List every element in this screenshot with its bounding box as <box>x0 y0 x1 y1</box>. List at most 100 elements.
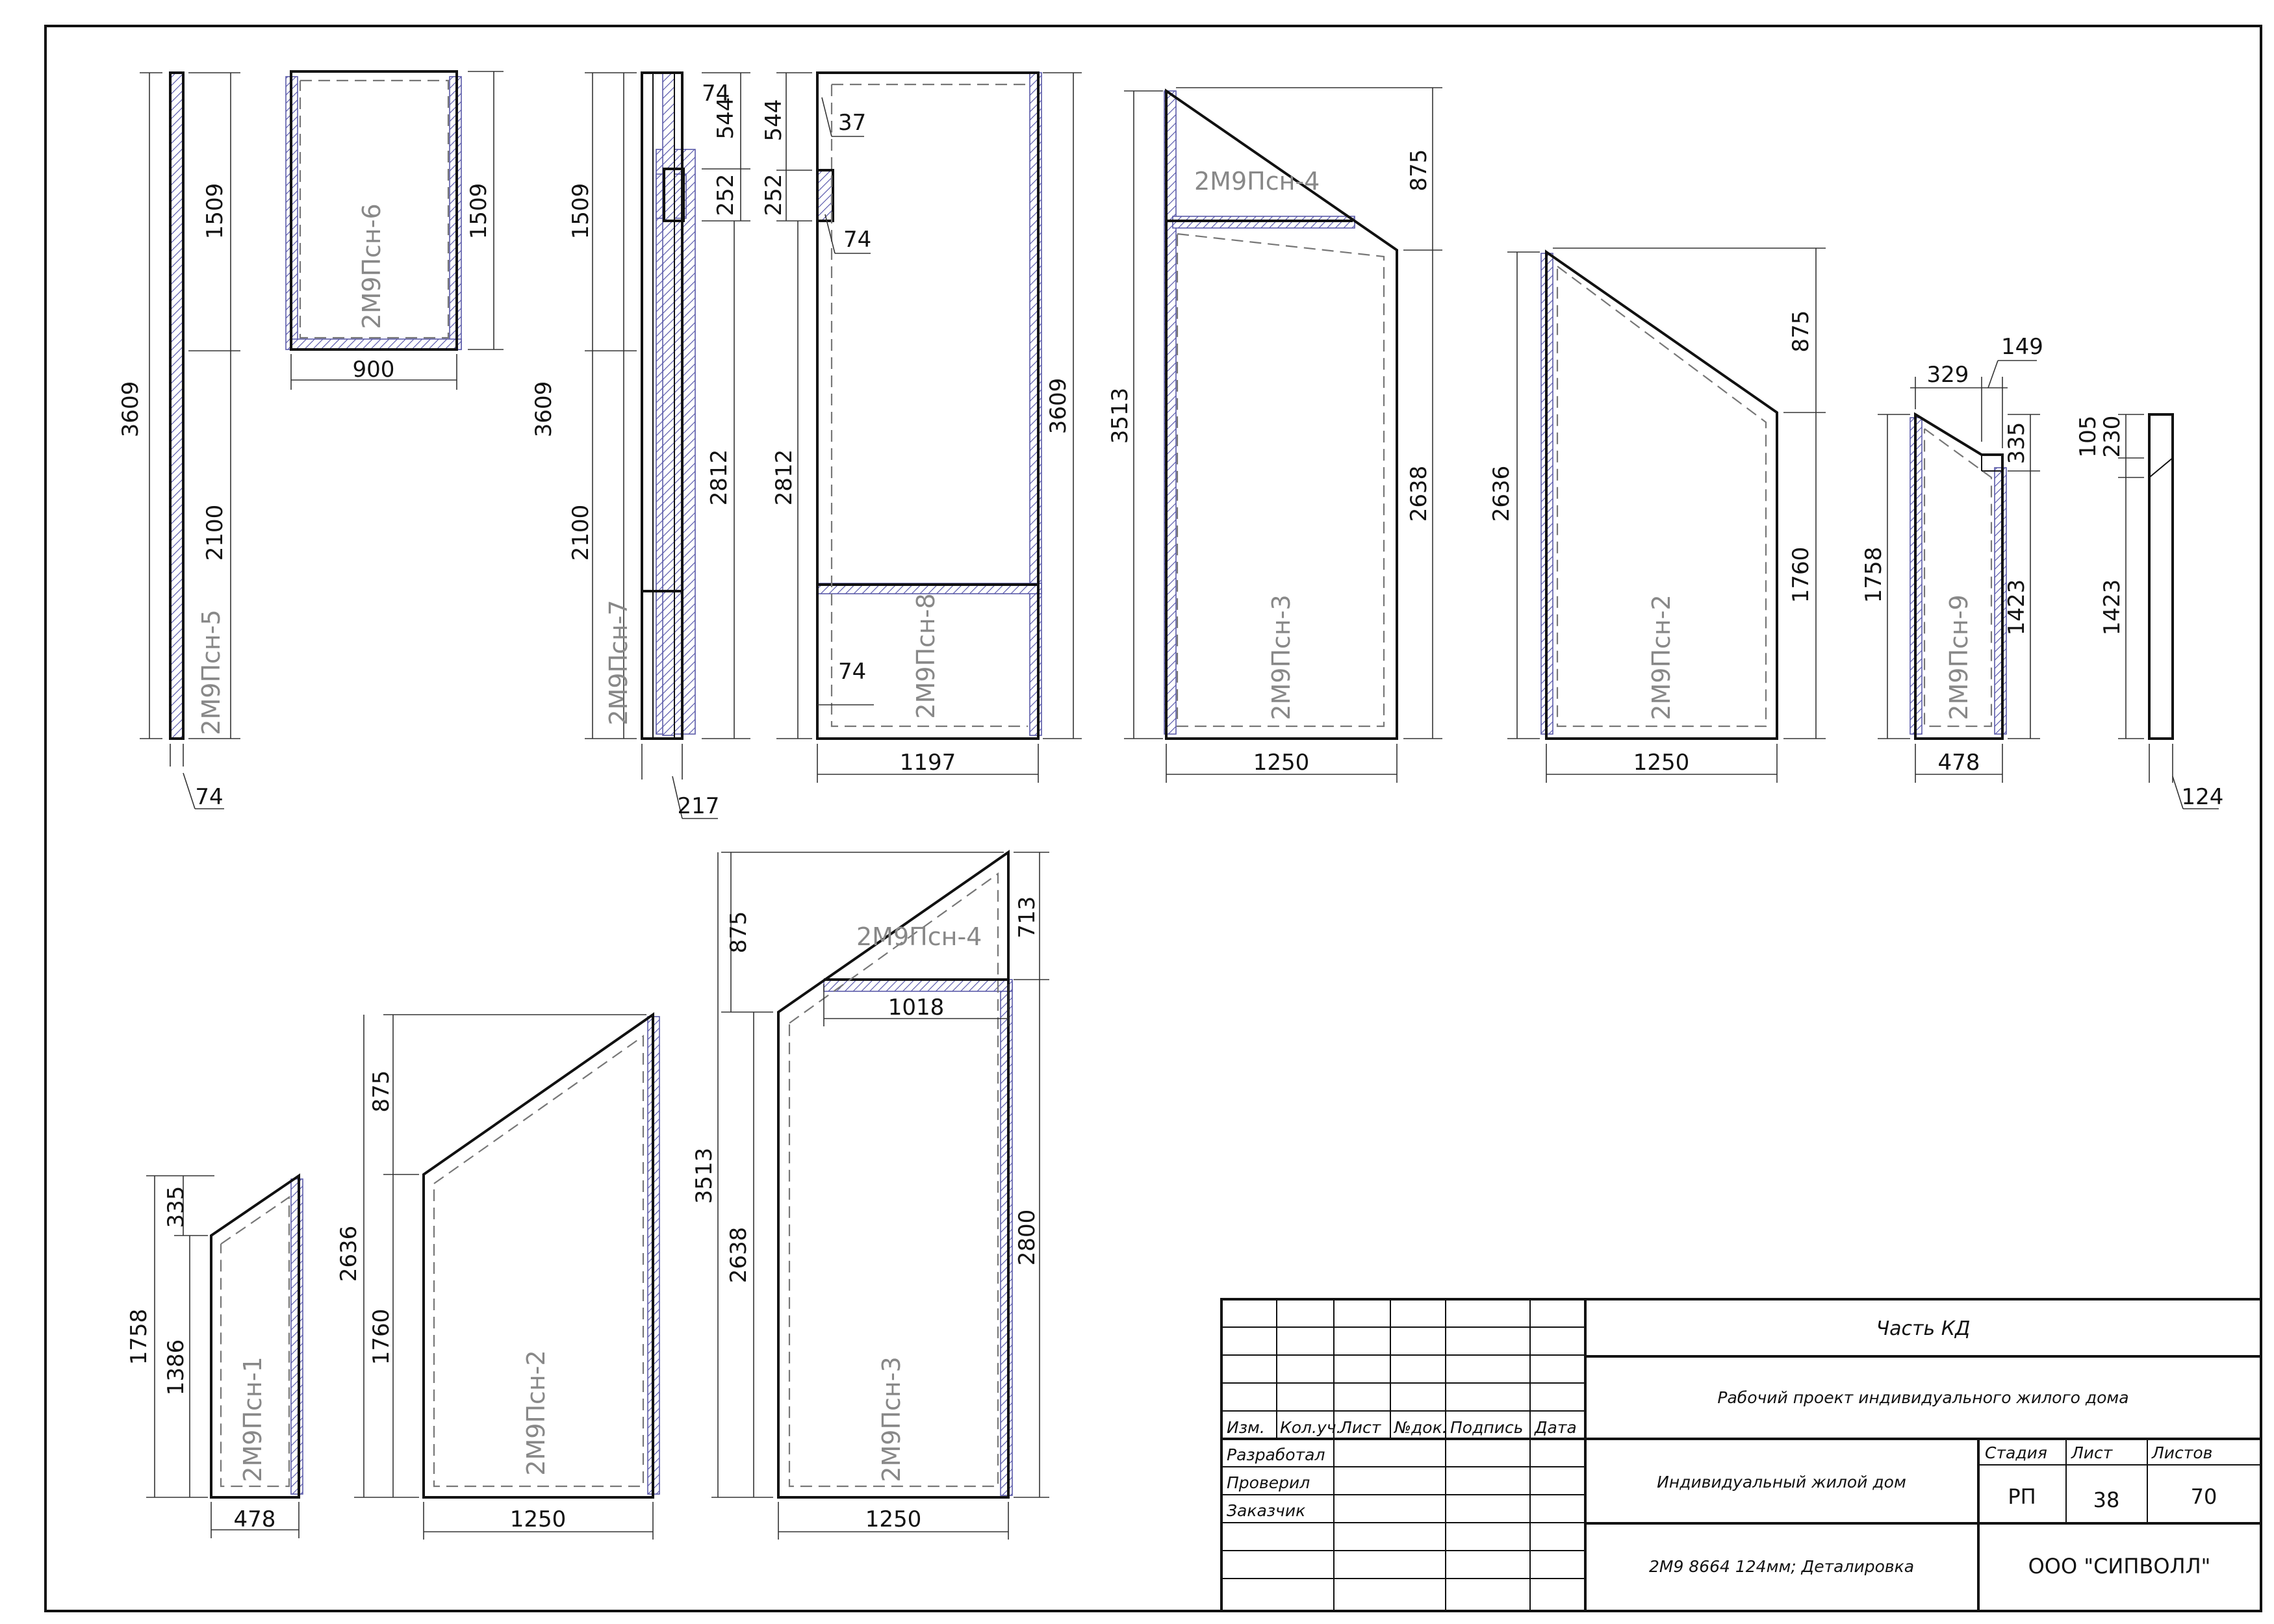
dim-text: 875 <box>368 1071 394 1113</box>
dim-text: 1760 <box>368 1309 394 1365</box>
panel-label: 2М9Псн-7 <box>604 600 633 725</box>
section-title: Часть КД <box>1876 1317 1971 1340</box>
dim-text: 3609 <box>531 381 557 438</box>
dim-text: 875 <box>726 911 752 954</box>
dim-text: 1018 <box>888 995 945 1021</box>
panel-2m9psn-1: 335 1758 1386 478 2М9Псн-1 <box>126 1173 303 1538</box>
dim-text: 544 <box>713 97 739 140</box>
panel-2m9psn-7: 3609 1509 2100 74 544 252 2812 217 2М9Пс… <box>531 71 750 819</box>
stage-header: Стадия <box>1985 1443 2047 1462</box>
dim-text: 1758 <box>126 1309 152 1365</box>
panel-label: 2М9Псн-3 <box>877 1356 906 1482</box>
panel-2m9psn-5: 3609 1509 2100 74 2М9Псн-5 <box>118 71 240 810</box>
company-name: ООО "СИПВОЛЛ" <box>2028 1554 2211 1579</box>
panel-label: 2М9Псн-3 <box>1267 594 1296 720</box>
panel-label: 2М9Псн-2 <box>1647 594 1676 720</box>
panel-2m9psn-2-top: 2636 875 1760 1250 2М9Псн-2 <box>1488 247 1826 783</box>
panel-label: 2М9Псн-8 <box>912 593 940 718</box>
dim-text: 875 <box>1788 311 1814 353</box>
dim-text: 74 <box>195 784 223 810</box>
dim-text: 713 <box>1014 896 1040 939</box>
dim-text: 3609 <box>1045 378 1071 435</box>
dim-text: 1250 <box>1253 750 1310 776</box>
panel-sublabel: 2М9Псн-4 <box>856 922 982 951</box>
project-title: Рабочий проект индивидуального жилого до… <box>1717 1388 2128 1407</box>
panel-label: 2М9Псн-2 <box>522 1350 550 1475</box>
dim-text: 1250 <box>510 1506 567 1532</box>
dim-text: 1423 <box>2099 579 2125 636</box>
side-section: 105 230 1423 124 <box>2075 413 2224 810</box>
dim-text: 217 <box>678 793 720 819</box>
dim-text: 544 <box>761 99 787 142</box>
title-block-header: Дата <box>1534 1418 1577 1437</box>
dim-text: 2812 <box>706 450 732 506</box>
dim-text: 230 <box>2099 416 2125 458</box>
object-title: Индивидуальный жилой дом <box>1657 1473 1906 1491</box>
dim-text: 2636 <box>336 1226 362 1282</box>
title-block-header: Подпись <box>1450 1418 1523 1437</box>
sheets-header: Листов <box>2151 1443 2212 1462</box>
dim-text: 2636 <box>1488 466 1514 522</box>
dim-text: 149 <box>2001 334 2043 360</box>
panel-label: 2М9Псн-6 <box>357 203 386 329</box>
sheet-value: 38 <box>2093 1488 2120 1512</box>
dim-text: 1250 <box>865 1506 922 1532</box>
dim-text: 1197 <box>900 750 956 776</box>
dim-text: 329 <box>1927 362 1969 388</box>
panel-2m9psn-3-top: 3513 875 2638 1250 2М9Псн-4 2М9Псн-3 <box>1107 87 1442 783</box>
dim-text: 900 <box>353 357 395 383</box>
dim-text: 1509 <box>466 183 492 240</box>
sheet-frame <box>44 25 2262 1612</box>
sheet-title: 2М9 8664 124мм; Деталировка <box>1649 1557 1914 1576</box>
dim-text: 1760 <box>1788 547 1814 603</box>
dim-text: 2638 <box>1406 466 1432 522</box>
title-block-header: Изм. <box>1227 1418 1265 1437</box>
dim-text: 74 <box>838 659 866 685</box>
dim-text: 1250 <box>1633 750 1690 776</box>
panel-label: 2М9Псн-5 <box>197 609 225 735</box>
title-block-header: №док. <box>1393 1418 1448 1437</box>
dim-text: 1386 <box>163 1339 189 1396</box>
dim-text: 37 <box>838 110 866 136</box>
title-block-header: Кол.уч. <box>1280 1418 1341 1437</box>
dim-text: 1758 <box>1861 547 1887 603</box>
title-block-header: Лист <box>1339 1418 1382 1437</box>
dim-text: 124 <box>2182 784 2224 810</box>
panel-2m9psn-8: 544 37 252 74 2812 74 3609 1197 2М9Псн-8 <box>761 71 1082 783</box>
panel-2m9psn-6: 1509 900 2М9Псн-6 <box>285 70 504 390</box>
dim-text: 2638 <box>726 1227 752 1284</box>
dim-text: 3609 <box>118 381 144 438</box>
dim-text: 2812 <box>771 450 797 506</box>
dim-text: 105 <box>2075 416 2101 458</box>
title-block-role: Заказчик <box>1227 1501 1305 1520</box>
dim-text: 3513 <box>691 1148 717 1204</box>
dim-text: 478 <box>1938 750 1980 776</box>
dim-text: 2100 <box>568 505 594 561</box>
dim-text: 335 <box>163 1186 189 1228</box>
sheet-header: Лист <box>2071 1443 2114 1462</box>
dim-text: 2100 <box>202 505 228 561</box>
dim-text: 335 <box>2004 422 2030 464</box>
dim-text: 74 <box>843 227 871 253</box>
title-block-role: Проверил <box>1227 1473 1310 1492</box>
dim-text: 252 <box>761 174 787 216</box>
dim-text: 2800 <box>1014 1210 1040 1266</box>
panel-label: 2М9Псн-9 <box>1945 594 1973 720</box>
panel-2m9psn-9: 329 149 335 1758 1423 478 2М9Псн-9 <box>1861 334 2043 783</box>
dim-text: 478 <box>234 1506 276 1532</box>
dim-text: 252 <box>713 174 739 216</box>
dim-text: 1509 <box>202 183 228 240</box>
dim-text: 1423 <box>2004 579 2030 636</box>
panel-2m9psn-2-bottom: 875 2636 1760 1250 2М9Псн-2 <box>336 1012 660 1540</box>
title-block-role: Разработал <box>1227 1445 1325 1464</box>
dim-text: 875 <box>1406 149 1432 192</box>
panel-sublabel: 2М9Псн-4 <box>1194 167 1320 196</box>
panel-label: 2М9Псн-1 <box>238 1356 267 1482</box>
title-block: Изм. Кол.уч. Лист №док. Подпись Дата Раз… <box>1220 1298 2262 1612</box>
dim-text: 3513 <box>1107 388 1133 444</box>
sheets-value: 70 <box>2191 1484 2217 1509</box>
dim-text: 74 <box>702 81 730 107</box>
stage-value: РП <box>2008 1484 2036 1509</box>
dim-text: 1509 <box>568 183 594 240</box>
